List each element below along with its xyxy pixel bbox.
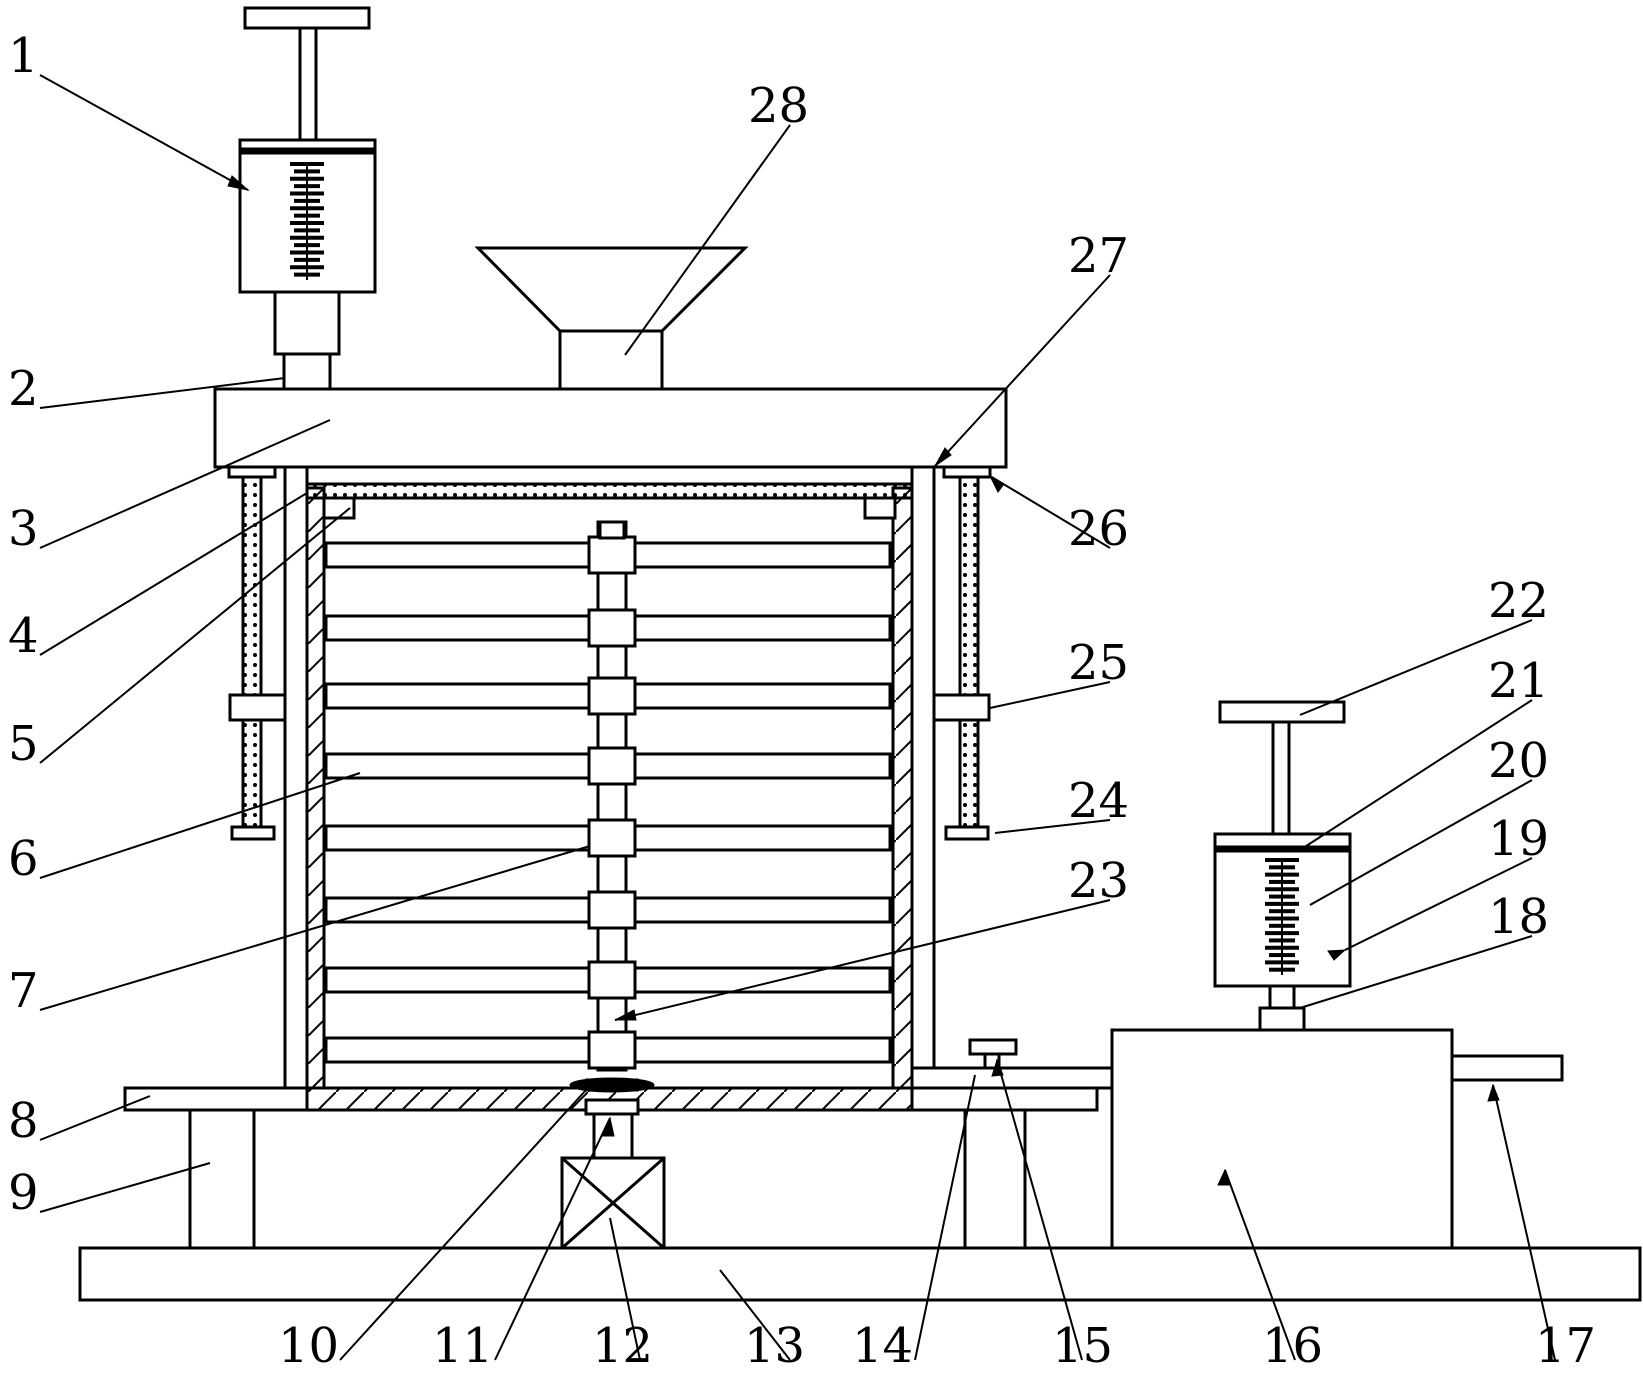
callout-5: 5 [8, 716, 39, 772]
base-plate [78, 1246, 1642, 1302]
callout-21: 21 [1488, 653, 1549, 709]
callout-12: 12 [592, 1318, 653, 1373]
right-lower-rod [1268, 984, 1296, 1010]
left-handle-bar [243, 6, 371, 30]
left-guide-bottom-cap [230, 825, 276, 841]
right-spring [1265, 858, 1299, 975]
paddle-hub [587, 746, 637, 786]
collection-box [1110, 1028, 1454, 1250]
shaft-hubs [587, 520, 637, 1070]
callout-24: 24 [1068, 773, 1129, 829]
paddle-hub [587, 535, 637, 575]
callout-labels: 1 2 3 4 5 6 7 8 9 10 11 12 13 14 15 16 1… [8, 28, 1596, 1373]
coupling [584, 1098, 640, 1116]
callout-25: 25 [1068, 635, 1129, 691]
right-wall-inner [891, 486, 914, 1090]
right-leg [963, 1108, 1027, 1250]
callout-9: 9 [8, 1165, 39, 1221]
callout-17: 17 [1535, 1318, 1596, 1373]
screen-mesh [305, 482, 914, 500]
valve-knob [968, 1038, 1018, 1056]
hopper-neck [558, 329, 664, 391]
left-slider [228, 693, 287, 722]
leader-lines [39, 74, 1556, 1361]
callout-23: 23 [1068, 853, 1129, 909]
right-bracket [863, 496, 897, 520]
right-guide-bottom-cap [944, 825, 990, 841]
left-handle-rod [298, 26, 318, 142]
left-piston [239, 147, 376, 155]
callout-13: 13 [744, 1318, 805, 1373]
left-leg [188, 1108, 256, 1250]
right-wall-outer [910, 464, 936, 1090]
bearing-ring [585, 1078, 639, 1092]
top-cover [213, 387, 1008, 469]
right-guide-rod [958, 475, 980, 829]
paddle-hub [587, 818, 637, 858]
callout-15: 15 [1052, 1318, 1113, 1373]
paddle-hub [587, 608, 637, 648]
motor-cross [561, 1156, 665, 1250]
right-handle-rod [1271, 720, 1291, 836]
callout-10: 10 [278, 1318, 339, 1373]
paddle-hub [587, 1030, 637, 1070]
callout-27: 27 [1068, 228, 1129, 284]
callout-19: 19 [1488, 811, 1549, 867]
callout-26: 26 [1068, 501, 1129, 557]
side-pipe [1450, 1054, 1564, 1082]
right-connector [1258, 1006, 1306, 1032]
callout-6: 6 [8, 831, 39, 887]
callout-7: 7 [8, 963, 39, 1019]
callout-16: 16 [1262, 1318, 1323, 1373]
paddle-hub [587, 676, 637, 716]
right-piston [1214, 845, 1351, 853]
callout-14: 14 [852, 1318, 913, 1373]
callout-3: 3 [8, 501, 39, 557]
callout-2: 2 [8, 361, 39, 417]
right-slider [932, 693, 991, 722]
left-lower-block [273, 290, 341, 356]
callout-8: 8 [8, 1093, 39, 1149]
callout-22: 22 [1488, 573, 1549, 629]
paddle-hub [587, 960, 637, 1000]
callout-4: 4 [8, 608, 39, 664]
callout-20: 20 [1488, 733, 1549, 789]
callout-18: 18 [1488, 889, 1549, 945]
callout-1: 1 [8, 28, 39, 84]
callout-28: 28 [748, 78, 809, 134]
left-connector [282, 352, 332, 391]
paddle-hub [587, 890, 637, 930]
left-spring [290, 162, 324, 280]
outlet-pipe [910, 1066, 1114, 1090]
shaft-top-cap [598, 520, 626, 540]
feed-hopper [474, 246, 749, 333]
arrowheads [227, 175, 1500, 1186]
callout-11: 11 [432, 1318, 493, 1373]
